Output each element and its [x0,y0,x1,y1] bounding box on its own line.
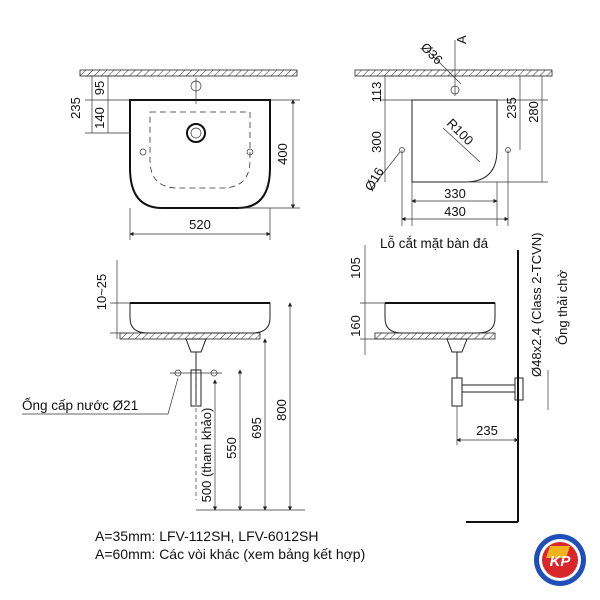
dim-520: 520 [189,217,211,232]
dim-330: 330 [444,186,466,201]
countertop-top-view [79,69,298,77]
logo-text: KP [550,553,572,570]
dim-430: 430 [444,204,466,219]
dim-d16: Ø16 [362,165,387,194]
cutout-outline [411,99,498,183]
countertop-right [374,332,496,340]
basin-outline [129,99,271,209]
dim-235-right-view: 235 [476,423,498,438]
basin-side [384,302,496,334]
top-view: 235 95 140 400 520 [68,69,300,240]
dim-300: 300 [369,131,384,153]
countertop-cutout-view [354,69,553,77]
p-trap-right [451,377,463,407]
dim-800: 800 [274,399,289,421]
dim-235-right: 235 [504,97,519,119]
drain-body-right [446,338,468,353]
dim-113: 113 [369,82,384,103]
dim-160: 160 [348,315,363,337]
dim-10-25: 10~25 [94,274,109,311]
mount-hole-left [139,148,147,156]
drain-icon [186,123,206,143]
drain-pipe-horizontal [462,384,516,393]
label-r100: R100 [444,116,477,149]
label-a: A [454,35,469,44]
dim-280: 280 [526,101,541,123]
cutout-caption: Lỗ cắt mặt bàn đá [380,236,489,251]
front-view: 10~25 Ống cấp nước Ø21 800 695 550 500 (… [22,260,305,511]
mount-hole-right [246,148,254,156]
cutout-view: A Ø36 R100 113 300 Ø16 235 280 330 430 L… [354,35,553,251]
note-a35: A=35mm: LFV-112SH, LFV-6012SH [95,528,318,544]
dim-695: 695 [249,417,264,439]
dim-105: 105 [348,257,363,279]
water-pipe-label: Ống cấp nước Ø21 [22,398,138,413]
label-d36: Ø36 [418,40,446,68]
countertop-front [119,332,261,340]
drain-body [185,338,207,353]
drain-size-label: Ø48x2.4 (Class 2-TCVN) [529,233,544,377]
dim-95: 95 [92,81,107,95]
kp-logo: KP [534,534,586,586]
dim-400: 400 [275,143,290,165]
right-side-view: 105 160 235 Ø48x2.4 (Class 2-TCVN) Ống t… [348,233,570,523]
dim-550: 550 [224,437,239,459]
drain-pipe-label: Ống thải chờ [555,270,570,345]
basin-inner-dashed [149,111,251,189]
dim-500-ref: 500 (tham khảo) [199,408,214,503]
basin-front [129,302,271,334]
note-a60: A=60mm: Các vòi khác (xem bảng kết hợp) [95,546,365,562]
dim-140: 140 [92,107,107,129]
dim-235: 235 [68,97,83,119]
p-trap-front [190,369,202,407]
